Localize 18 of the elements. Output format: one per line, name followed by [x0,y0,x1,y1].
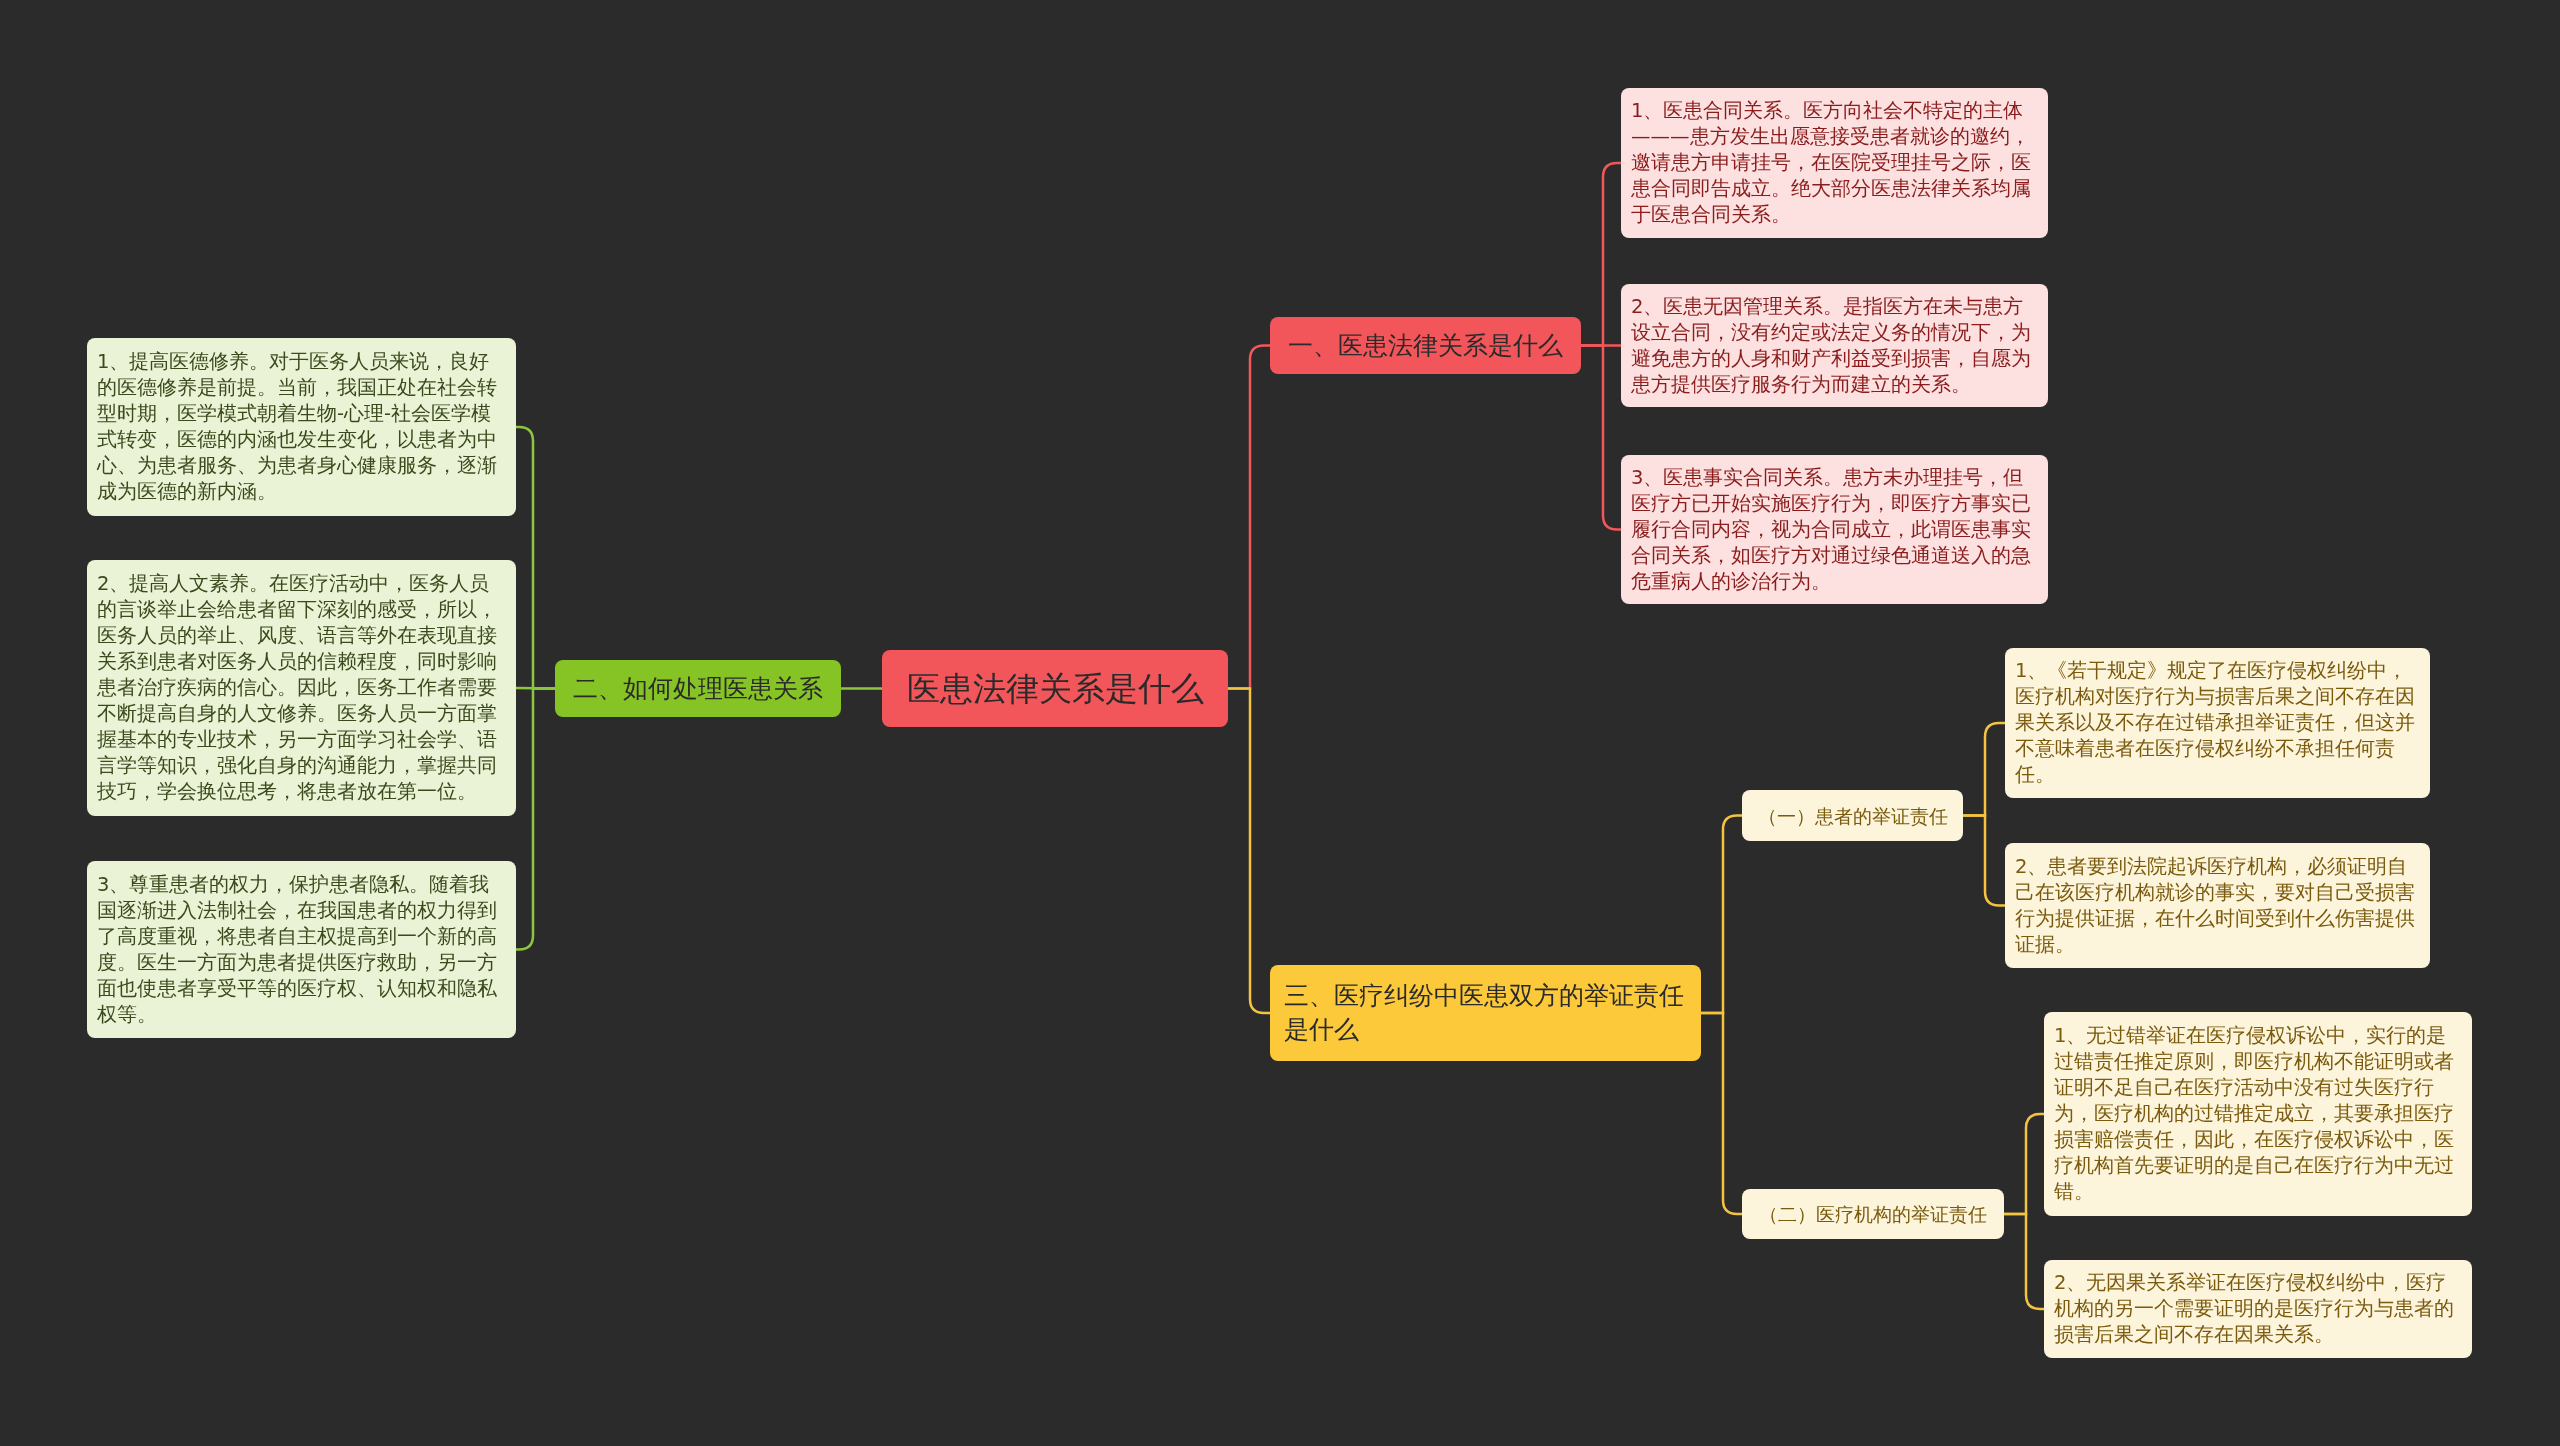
subtopic-box: （一）患者的举证责任 [1742,790,1963,841]
note-box: 2、无因果关系举证在医疗侵权纠纷中，医疗机构的另一个需要证明的是医疗行为与患者的损害后果之间不存在因果关系。 [2044,1260,2472,1358]
note-box: 2、医患无因管理关系。是指医方在未与患方设立合同，没有约定或法定义务的情况下，为避免患方的人身和财产利益受到损害，自愿为患方提供医疗服务行为而建立的关系。 [1621,284,2048,407]
note-box: 3、尊重患者的权力，保护患者隐私。随着我国逐渐进入法制社会，在我国患者的权力得到了高度重视，将患者自主权提高到一个新的高度。医生一方面为患者提供医疗救助，另一方面也使患者享受平等的医疗权、认知权和隐私权等。 [87,861,516,1038]
note-box: 2、患者要到法院起诉医疗机构，必须证明自己在该医疗机构就诊的事实，要对自己受损害行为提供证据，在什么时间受到什么伤害提供证据。 [2005,843,2430,968]
note-box: 1、无过错举证在医疗侵权诉讼中，实行的是过错责任推定原则，即医疗机构不能证明或者证明不足自己在医疗活动中没有过失医疗行为，医疗机构的过错推定成立，其要承担医疗损害赔偿责任，因此，在医疗侵权诉讼中，医疗机构首先要证明的是自己在医疗行为中无过错。 [2044,1012,2472,1216]
note-box: 1、《若干规定》规定了在医疗侵权纠纷中，医疗机构对医疗行为与损害后果之间不存在因果关系以及不存在过错承担举证责任，但这并不意味着患者在医疗侵权纠纷不承担任何责任。 [2005,648,2430,798]
topic-box: 一、医患法律关系是什么 [1270,317,1581,374]
note-box: 3、医患事实合同关系。患方未办理挂号，但医疗方已开始实施医疗行为，即医疗方事实已履行合同内容，视为合同成立，此谓医患事实合同关系，如医疗方对通过绿色通道送入的急危重病人的诊治行为。 [1621,455,2048,604]
central-topic: 医患法律关系是什么 [882,650,1228,727]
note-box: 1、医患合同关系。医方向社会不特定的主体———患方发生出愿意接受患者就诊的邀约，邀请患方申请挂号，在医院受理挂号之际，医患合同即告成立。绝大部分医患法律关系均属于医患合同关系。 [1621,88,2048,238]
note-box: 2、提高人文素养。在医疗活动中，医务人员的言谈举止会给患者留下深刻的感受，所以，医务人员的举止、风度、语言等外在表现直接关系到患者对医务人员的信赖程度，同时影响患者治疗疾病的信心。因此，医务工作者需要不断提高自身的人文修养。医务人员一方面掌握基本的专业技术，另一方面学习社会学、语言学等知识，强化自身的沟通能力，掌握共同技巧，学会换位思考，将患者放在第一位。 [87,560,516,816]
topic-box: 二、如何处理医患关系 [555,660,841,717]
connector-line [516,687,555,951]
note-box: 1、提高医德修养。对于医务人员来说，良好的医德修养是前提。当前，我国正处在社会转型时期，医学模式朝着生物-心理-社会医学模式转变，医德的内涵也发生变化，以患者为中心、为患者服务、为患者身心健康服务，逐渐成为医德的新内涵。 [87,338,516,516]
topic-box: 三、医疗纠纷中医患双方的举证责任是什么 [1270,965,1701,1061]
subtopic-box: （二）医疗机构的举证责任 [1742,1189,2004,1239]
connector-line [841,687,882,690]
